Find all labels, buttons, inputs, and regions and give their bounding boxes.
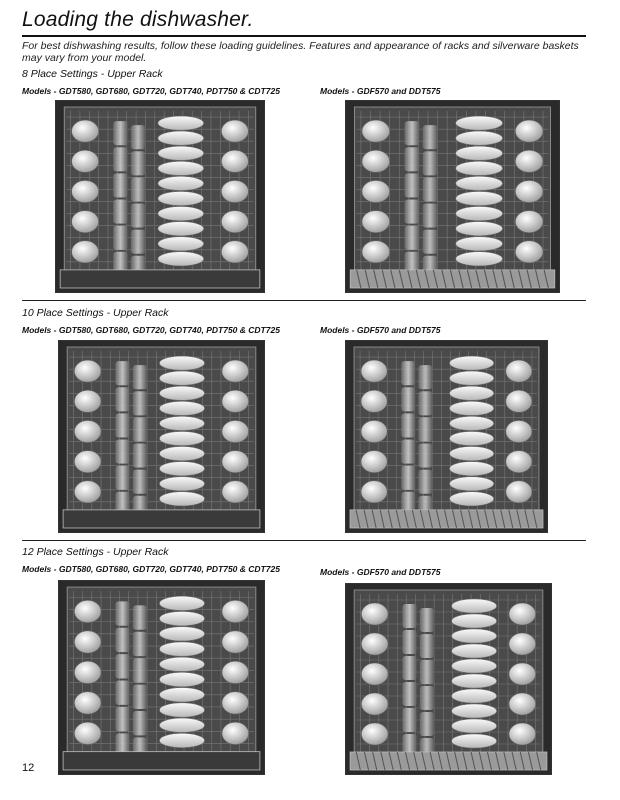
section-title-10: 10 Place Settings - Upper Rack: [22, 307, 169, 319]
left-models-label-12: Models - GDT580, GDT680, GDT720, GDT740,…: [22, 564, 280, 574]
section-rule-1: [22, 300, 586, 301]
right-models-label-10: Models - GDF570 and DDT575: [320, 325, 441, 335]
section-rule-2: [22, 540, 586, 541]
section-title-12: 12 Place Settings - Upper Rack: [22, 546, 169, 558]
rack-photo-8-right: [345, 100, 560, 293]
rack-photo-12-right: [345, 583, 552, 775]
left-models-label-10: Models - GDT580, GDT680, GDT720, GDT740,…: [22, 325, 280, 335]
intro-text: For best dishwashing results, follow the…: [22, 40, 579, 64]
page-number: 12: [22, 762, 35, 774]
section-title-8: 8 Place Settings - Upper Rack: [22, 68, 163, 80]
rack-photo-10-right: [345, 340, 548, 533]
right-models-label-8: Models - GDF570 and DDT575: [320, 86, 441, 96]
title-rule: [22, 35, 586, 37]
rack-photo-10-left: [58, 340, 265, 533]
rack-photo-12-left: [58, 580, 265, 775]
rack-photo-8-left: [55, 100, 265, 293]
page-title: Loading the dishwasher.: [22, 8, 254, 31]
left-models-label-8: Models - GDT580, GDT680, GDT720, GDT740,…: [22, 86, 280, 96]
right-models-label-12: Models - GDF570 and DDT575: [320, 567, 441, 577]
